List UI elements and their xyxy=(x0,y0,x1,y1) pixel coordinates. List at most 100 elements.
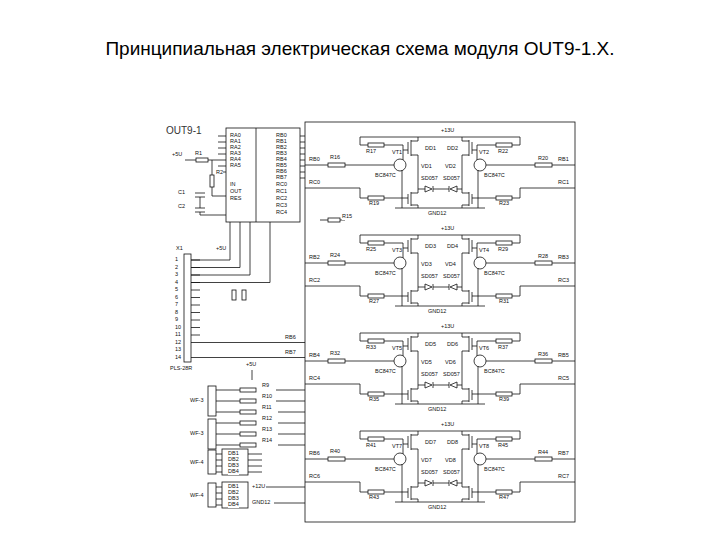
output-channel xyxy=(305,137,575,208)
schematic-label: R40 xyxy=(330,449,340,455)
schematic-label: GND12 xyxy=(428,407,446,413)
schematic-label: RC7 xyxy=(558,474,569,480)
schematic-label: RC0 xyxy=(276,182,287,188)
schematic-label: DD2 xyxy=(447,146,458,152)
dip-switches xyxy=(208,449,305,508)
schematic-label: RB3 xyxy=(276,151,287,157)
schematic-label: IN xyxy=(230,182,236,188)
schematic-label: WF-3 xyxy=(190,398,203,404)
schematic-label: RB6 xyxy=(309,451,320,457)
schematic-label: R45 xyxy=(498,443,508,449)
schematic-label: +5U xyxy=(246,362,256,368)
schematic-label: 13 xyxy=(175,347,181,353)
schematic-label: R28 xyxy=(538,254,548,260)
schematic-label: OUT xyxy=(230,189,242,195)
schematic-label: VT4 xyxy=(479,248,489,254)
schematic-label: +13U xyxy=(441,226,454,232)
schematic-label: RC3 xyxy=(558,278,569,284)
schematic-label: DD4 xyxy=(447,244,458,250)
schematic-label: BC847C xyxy=(375,369,396,375)
schematic-label: 3 xyxy=(175,272,178,278)
schematic-label: RC4 xyxy=(309,376,320,382)
schematic-label: BC847C xyxy=(484,369,505,375)
schematic-label: RB0 xyxy=(276,133,287,139)
schematic-label: OUT9-1 xyxy=(166,126,202,136)
schematic-label: DD8 xyxy=(447,440,458,446)
schematic-label: GND12 xyxy=(428,505,446,511)
schematic-label: BC847C xyxy=(375,467,396,473)
schematic-label: R14 xyxy=(262,438,272,444)
schematic-label: 14 xyxy=(175,355,181,361)
schematic-label: VT6 xyxy=(479,346,489,352)
schematic-label: R27 xyxy=(369,299,379,305)
schematic-label: R16 xyxy=(330,155,340,161)
schematic-label: PLS-28R xyxy=(170,366,192,372)
schematic-label: RB7 xyxy=(276,175,287,181)
schematic-label: RES xyxy=(230,196,241,202)
schematic-label: RC1 xyxy=(276,189,287,195)
schematic-label: R10 xyxy=(262,394,272,400)
power-input-circuit xyxy=(185,158,226,215)
schematic-label: DB1 xyxy=(228,484,239,490)
schematic-label: VD2 xyxy=(445,164,456,170)
schematic-label: +12U xyxy=(252,484,265,490)
schematic-label: RB0 xyxy=(309,157,320,163)
controller-chip xyxy=(218,128,305,222)
schematic-label: WF-4 xyxy=(190,460,203,466)
schematic-label: R9 xyxy=(262,383,269,389)
schematic-label: WF-3 xyxy=(190,431,203,437)
schematic-label: R31 xyxy=(499,299,509,305)
schematic-label: DB2 xyxy=(228,490,239,496)
schematic-label: DB4 xyxy=(228,469,239,475)
schematic-label: R41 xyxy=(366,443,376,449)
input-resistors xyxy=(208,370,305,449)
schematic-label: GND12 xyxy=(428,309,446,315)
schematic-label: RB6 xyxy=(285,335,296,341)
schematic-label: +13U xyxy=(441,422,454,428)
output-channel xyxy=(305,431,575,502)
schematic-label: RC1 xyxy=(558,180,569,186)
schematic-label: 7 xyxy=(175,302,178,308)
schematic-label: R1 xyxy=(195,151,202,157)
schematic-label: R13 xyxy=(262,427,272,433)
schematic-label: R23 xyxy=(499,201,509,207)
schematic-label: WF-4 xyxy=(190,493,203,499)
schematic-label: BC847C xyxy=(484,271,505,277)
schematic-label: R24 xyxy=(330,253,340,259)
schematic-label: RB5 xyxy=(276,163,287,169)
schematic-label: R25 xyxy=(366,247,376,253)
schematic-label: R19 xyxy=(369,201,379,207)
schematic-label: R37 xyxy=(498,345,508,351)
schematic-label: 10 xyxy=(175,325,181,331)
schematic-label: DB3 xyxy=(228,463,239,469)
schematic-label: R20 xyxy=(538,156,548,162)
schematic-label: RC5 xyxy=(558,376,569,382)
schematic-label: RA2 xyxy=(230,145,241,151)
schematic-label: VT1 xyxy=(392,150,402,156)
schematic-label: BC847C xyxy=(484,467,505,473)
schematic-label: DD1 xyxy=(425,146,436,152)
schematic-label: RA4 xyxy=(230,157,241,163)
schematic-label: DB1 xyxy=(228,451,239,457)
schematic-label: RA0 xyxy=(230,133,241,139)
schematic-label: X1 xyxy=(176,246,183,252)
output-channel xyxy=(305,235,575,306)
schematic-label: BC847C xyxy=(484,173,505,179)
schematic-label: R12 xyxy=(262,416,272,422)
schematic-label: R39 xyxy=(499,397,509,403)
schematic-label: R47 xyxy=(499,495,509,501)
schematic-label: +5U xyxy=(172,152,182,158)
schematic-label: 8 xyxy=(175,310,178,316)
schematic-label: RA5 xyxy=(230,163,241,169)
schematic-label: 1 xyxy=(175,257,178,263)
schematic-label: DD3 xyxy=(425,244,436,250)
schematic-label: R15 xyxy=(342,214,352,220)
schematic-label: R17 xyxy=(366,149,376,155)
schematic-label: DB2 xyxy=(228,457,239,463)
schematic-label: SD057 xyxy=(443,470,460,476)
schematic-label: RC0 xyxy=(309,180,320,186)
schematic-label: RB2 xyxy=(309,255,320,261)
schematic-label: GND12 xyxy=(428,211,446,217)
schematic-label: 2 xyxy=(175,265,178,271)
wire xyxy=(320,220,345,221)
